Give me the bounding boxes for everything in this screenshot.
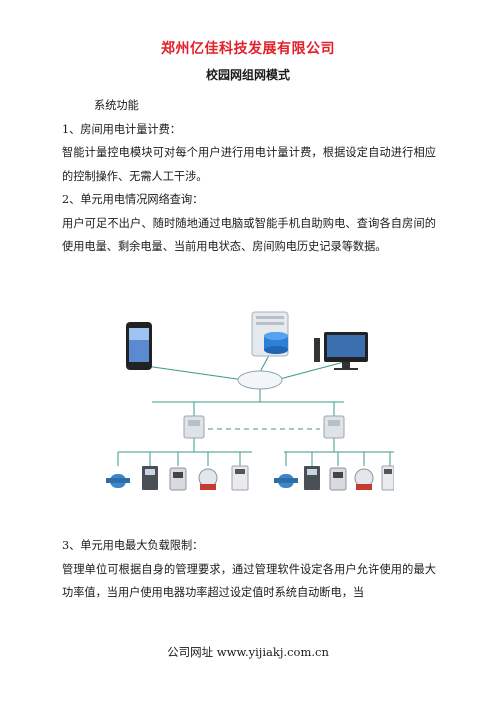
server-icon <box>251 311 289 357</box>
water-meter-icon <box>274 474 298 488</box>
document-body-continued: 3、单元用电最大负载限制： 管理单位可根据自身的管理要求，通过管理软件设定各用户… <box>62 534 436 605</box>
item-2-title: 2、单元用电情况网络查询： <box>62 193 204 206</box>
smartphone-icon <box>126 322 152 370</box>
gateway-icon-left <box>183 415 205 439</box>
heat-meter-icon <box>198 468 218 490</box>
gateway-icon-right <box>323 415 345 439</box>
footer-website: 公司网址 www.yijiakj.com.cn <box>167 645 329 659</box>
gas-meter-icon <box>329 467 347 491</box>
electric-meter-icon <box>304 466 320 490</box>
item-1-title: 1、房间用电计量计费： <box>62 122 181 136</box>
document-body: 系统功能 1、房间用电计量计费： 智能计量控电模块可对每个用户进行用电计量计费，… <box>62 94 436 259</box>
heat-meter-icon <box>354 468 374 490</box>
item-2-text: 用户可足不出户、随时随地通过电脑或智能手机自助购电、查询各自房间的使用电量、剩余… <box>62 216 436 254</box>
controller-icon <box>381 465 394 491</box>
company-name: 郑州亿佳科技发展有限公司 <box>161 41 335 57</box>
diagram-lines <box>117 345 394 466</box>
water-meter-icon <box>106 474 130 488</box>
electric-meter-icon <box>142 466 158 490</box>
controller-icon <box>231 465 249 491</box>
section-heading: 系统功能 <box>94 99 139 112</box>
desktop-computer-icon <box>314 332 368 370</box>
gas-meter-icon <box>169 467 187 491</box>
item-3-title: 3、单元用电最大负载限制： <box>62 539 204 552</box>
campus-network-cloud <box>237 370 283 390</box>
document-title: 校园网组网模式 <box>205 68 290 82</box>
item-1-text: 智能计量控电模块可对每个用户进行用电计量计费，根据设定自动进行相应的控制操作、无… <box>62 146 436 183</box>
meter-devices <box>106 465 394 491</box>
network-diagram <box>106 311 394 491</box>
item-3-text: 管理单位可根据自身的管理要求，通过管理软件设定各用户允许使用的最大功率值，当用户… <box>62 562 436 600</box>
